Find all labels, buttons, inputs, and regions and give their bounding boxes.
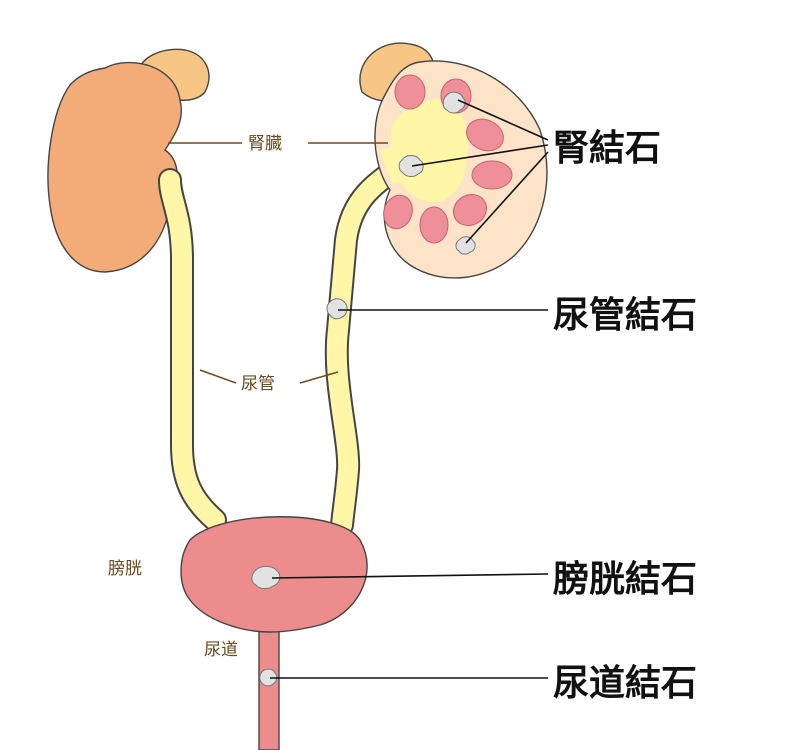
calyx — [466, 118, 504, 152]
label-urethra-stone: 尿道結石 — [553, 663, 697, 704]
left-kidney-body — [47, 61, 182, 273]
ureter-leader-left — [199, 369, 237, 384]
calyx — [471, 160, 513, 190]
calyx — [419, 206, 449, 244]
right-ureter-fill — [326, 150, 420, 535]
kidney-stone-leader — [457, 99, 549, 141]
label-kidney: 腎臓 — [248, 134, 282, 154]
bladder-group — [180, 516, 368, 750]
renal-calyces — [383, 74, 513, 244]
kidney-stone-leader — [465, 151, 549, 244]
stones — [251, 91, 476, 687]
bladder-stone-icon — [251, 565, 281, 589]
left-ureter-fill — [160, 170, 225, 530]
ureter-leader-right — [299, 371, 339, 384]
kidney-stone-icon — [442, 91, 466, 114]
label-kidney-stone: 腎結石 — [553, 128, 661, 169]
label-urethra: 尿道 — [204, 640, 238, 660]
leader-lines — [168, 99, 549, 679]
bladder-stone-leader — [271, 573, 549, 579]
right-kidney — [359, 42, 548, 279]
kidney-stone-icon — [398, 155, 424, 177]
label-bladder-stone: 膀胱結石 — [552, 559, 697, 600]
calyx — [394, 74, 426, 110]
calyx — [383, 194, 413, 230]
label-ureter: 尿管 — [241, 374, 275, 394]
urethra-stone-icon — [259, 668, 278, 687]
label-ureter-stone: 尿管結石 — [553, 295, 697, 336]
left-kidney — [47, 48, 210, 273]
kidney-stone-leader — [411, 144, 549, 167]
label-bladder: 膀胱 — [108, 559, 142, 579]
calyx — [452, 193, 488, 227]
ureter-stone-icon — [326, 298, 348, 320]
